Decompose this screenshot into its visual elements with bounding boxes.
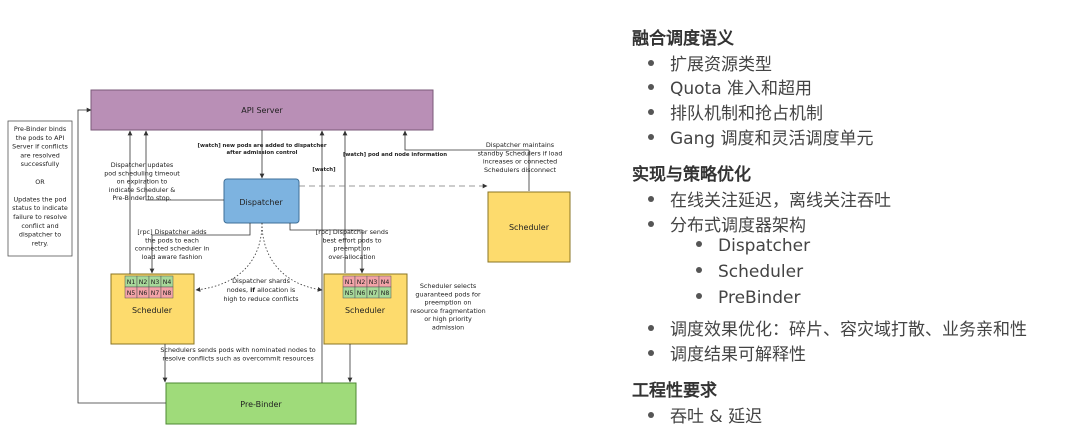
- node-cell-label: N3: [369, 279, 378, 286]
- node-cell-label: N5: [345, 290, 354, 297]
- list-item: 分布式调度器架构: [648, 211, 806, 236]
- bullet-icon: [648, 84, 654, 90]
- standby-scheduler-label: Scheduler: [509, 223, 550, 232]
- arrow-dispatcher-to-mid: [289, 223, 365, 274]
- list-item: 排队机制和抢占机制: [648, 99, 823, 124]
- list-item: Dispatcher: [696, 236, 810, 256]
- bullet-icon: [696, 293, 702, 299]
- prebinder-label: Pre-Binder: [240, 400, 282, 409]
- node-cell-label: N4: [381, 279, 390, 286]
- label-shards-line3: high to reduce conflicts: [223, 295, 299, 303]
- api-server-box: [90, 89, 434, 131]
- list-item: PreBinder: [696, 288, 800, 308]
- node-cell-label: N6: [357, 290, 366, 297]
- bullet-icon: [648, 325, 654, 331]
- node-cell-label: N3: [151, 279, 160, 286]
- label-schedulers-send: Schedulers sends pods with nominated nod…: [160, 346, 315, 362]
- scheduler-mid-label: Scheduler: [345, 306, 386, 315]
- arrow-dispatcher-to-left: [149, 223, 251, 274]
- bullet-icon: [648, 221, 654, 227]
- bullet-icon: [696, 267, 702, 273]
- node-cell-label: N5: [127, 290, 136, 297]
- node-cell-label: N7: [369, 290, 378, 297]
- list-item: Gang 调度和灵活调度单元: [648, 124, 874, 149]
- bullet-icon: [648, 196, 654, 202]
- node-cell-label: N4: [163, 279, 172, 286]
- bullet-icon: [648, 412, 654, 418]
- arrow-prebinder-to-api: [77, 107, 166, 404]
- section-title: 实现与策略优化: [632, 165, 751, 185]
- prebinder-box: [165, 382, 357, 425]
- summary-panel: 融合调度语义 扩展资源类型 Quota 准入和超用 排队机制和抢占机制 Gang…: [632, 10, 1077, 440]
- arrow-dispatcher-to-api: [143, 130, 224, 201]
- standby-scheduler-box: [487, 191, 571, 263]
- node-cell: [378, 286, 392, 299]
- section-title: 融合调度语义: [632, 29, 734, 49]
- api-server-label: API Server: [241, 106, 283, 115]
- bullet-icon: [696, 241, 702, 247]
- node-cell-label: N2: [357, 279, 366, 286]
- bullet-icon: [648, 109, 654, 115]
- scheduler-left-label: Scheduler: [132, 306, 173, 315]
- dispatcher-label: Dispatcher: [239, 198, 283, 207]
- label-shards-line2: nodes, if allocation is: [227, 286, 296, 294]
- scheduler-architecture-diagram: API Server Dispatcher Scheduler Schedule…: [7, 89, 571, 425]
- label-shards-line1: Dispatcher shards: [232, 277, 291, 285]
- prebinder-note-box: [7, 120, 73, 257]
- list-item: 调度效果优化：碎片、容灾域打散、业务亲和性: [648, 315, 1027, 340]
- node-cell-label: N2: [139, 279, 148, 286]
- section-title: 工程性要求: [632, 381, 717, 401]
- list-item: 吞吐 & 延迟: [648, 402, 762, 427]
- bullet-icon: [648, 350, 654, 356]
- dispatcher-box: [223, 178, 300, 224]
- list-item: Scheduler: [696, 262, 803, 282]
- list-item: 调度结果可解释性: [648, 340, 806, 365]
- bullet-icon: [648, 60, 654, 66]
- node-cell-label: N7: [151, 290, 160, 297]
- label-watch-new-pods: [watch] new pods are added to dispatcher…: [198, 143, 327, 156]
- list-item: 在线关注延迟，离线关注吞吐: [648, 186, 891, 211]
- list-item: Quota 准入和超用: [648, 74, 812, 99]
- node-cell-label: N1: [127, 279, 136, 286]
- node-cell: [160, 286, 174, 299]
- list-item: 扩展资源类型: [648, 50, 772, 75]
- label-watch-pod-node: [watch] pod and node information: [343, 152, 447, 158]
- label-watch: [watch]: [312, 167, 335, 173]
- node-cell-label: N1: [345, 279, 354, 286]
- node-cell-label: N8: [163, 290, 172, 297]
- arrow-shard-left: [195, 222, 263, 292]
- arrow-api-to-standby: [402, 130, 530, 191]
- arrow-shard-right: [261, 222, 323, 292]
- bullet-icon: [648, 134, 654, 140]
- node-cell-label: N8: [381, 290, 390, 297]
- node-cell-label: N6: [139, 290, 148, 297]
